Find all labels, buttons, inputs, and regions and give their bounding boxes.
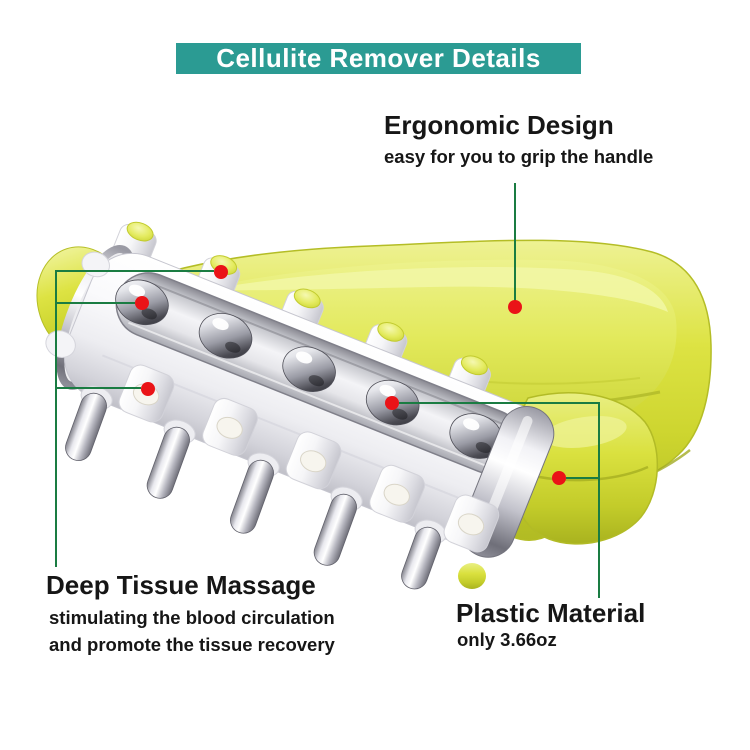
ergonomic-design-subtitle: easy for you to grip the handle (384, 146, 654, 167)
callout-dot (214, 265, 228, 279)
chrome-pins (65, 385, 447, 590)
callout-dot (552, 471, 566, 485)
deep-tissue-subtitle-line2: and promote the tissue recovery (49, 634, 335, 655)
yellow-bottom-nub (458, 563, 486, 589)
roller-body (45, 221, 555, 558)
title-banner: Cellulite Remover Details (176, 43, 581, 74)
callout-dot (141, 382, 155, 396)
deep-tissue-title: Deep Tissue Massage (46, 570, 316, 600)
callout-dot (385, 396, 399, 410)
callout-dot (135, 296, 149, 310)
callout-line-plastic (399, 402, 600, 598)
bottom-knobs (118, 364, 500, 553)
banner-title: Cellulite Remover Details (216, 43, 541, 73)
ergonomic-design-title: Ergonomic Design (384, 110, 614, 140)
plastic-material-subtitle: only 3.66oz (457, 629, 557, 650)
callout-dot (508, 300, 522, 314)
plastic-material-title: Plastic Material (456, 598, 646, 628)
callout-line-deep-tissue (55, 270, 214, 567)
deep-tissue-subtitle-line1: stimulating the blood circulation (49, 607, 335, 628)
